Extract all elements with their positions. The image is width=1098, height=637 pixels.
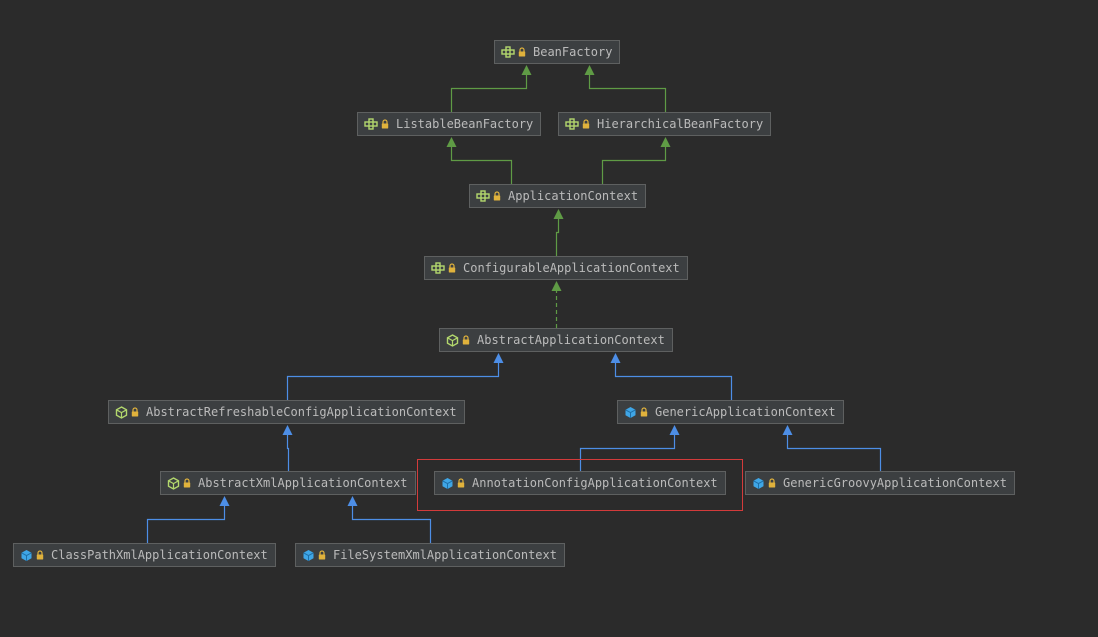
node-label: AbstractApplicationContext (477, 333, 665, 347)
node-generic-application-context[interactable]: GenericApplicationContext (617, 400, 844, 424)
edge-configurable-application-context-to-application-context (555, 216, 560, 256)
node-application-context[interactable]: ApplicationContext (469, 184, 647, 208)
edge-application-context-to-hierarchical-bean-factory (601, 144, 667, 184)
node-label: BeanFactory (533, 45, 613, 59)
edge-annotation-config-application-context-to-generic-application-context (579, 432, 676, 471)
interface-icon (431, 262, 445, 274)
arrowhead-abstract-xml-application-context (347, 496, 358, 506)
edge-generic-application-context-to-abstract-application-context (614, 360, 733, 400)
arrowhead-abstract-xml-application-context (219, 496, 230, 506)
arrowhead-abstract-refreshable-config-application-context (282, 425, 293, 435)
edge-file-system-xml-application-context-to-abstract-xml-application-context (351, 503, 432, 543)
node-label: ApplicationContext (508, 189, 639, 203)
lock-icon (448, 263, 456, 273)
arrowhead-abstract-application-context (610, 353, 621, 363)
edge-abstract-xml-application-context-to-abstract-refreshable-config-application-context (286, 432, 290, 471)
node-label: AnnotationConfigApplicationContext (472, 476, 718, 490)
node-file-system-xml-application-context[interactable]: FileSystemXmlApplicationContext (295, 543, 565, 567)
class-icon (441, 477, 454, 490)
lock-icon (493, 191, 501, 201)
lock-icon (518, 47, 526, 57)
node-label: GenericGroovyApplicationContext (783, 476, 1007, 490)
lock-icon (36, 550, 44, 560)
node-listable-bean-factory[interactable]: ListableBeanFactory (357, 112, 542, 136)
lock-icon (768, 478, 776, 488)
arrowhead-configurable-application-context (551, 281, 562, 291)
arrowhead-bean-factory (584, 65, 595, 75)
arrowhead-abstract-application-context (493, 353, 504, 363)
abstract-class-icon (446, 333, 459, 347)
arrowhead-hierarchical-bean-factory (660, 137, 671, 147)
interface-icon (364, 118, 378, 130)
node-label: ConfigurableApplicationContext (463, 261, 680, 275)
node-label: ListableBeanFactory (396, 117, 534, 131)
node-configurable-application-context[interactable]: ConfigurableApplicationContext (424, 256, 688, 280)
arrowhead-bean-factory (521, 65, 532, 75)
lock-icon (462, 335, 470, 345)
edge-application-context-to-listable-bean-factory (450, 144, 513, 184)
class-icon (752, 477, 765, 490)
node-label: AbstractRefreshableConfigApplicationCont… (146, 405, 457, 419)
class-icon (302, 549, 315, 562)
lock-icon (183, 478, 191, 488)
edge-listable-bean-factory-to-bean-factory (450, 72, 528, 112)
node-abstract-xml-application-context[interactable]: AbstractXmlApplicationContext (160, 471, 416, 495)
lock-icon (640, 407, 648, 417)
node-hierarchical-bean-factory[interactable]: HierarchicalBeanFactory (558, 112, 772, 136)
node-label: ClassPathXmlApplicationContext (51, 548, 268, 562)
arrowhead-generic-application-context (669, 425, 680, 435)
node-generic-groovy-application-context[interactable]: GenericGroovyApplicationContext (745, 471, 1015, 495)
arrowhead-listable-bean-factory (446, 137, 457, 147)
lock-icon (131, 407, 139, 417)
node-abstract-refreshable-config-application-context[interactable]: AbstractRefreshableConfigApplicationCont… (108, 400, 465, 424)
node-label: GenericApplicationContext (655, 405, 836, 419)
abstract-class-icon (167, 476, 180, 490)
interface-icon (501, 46, 515, 58)
node-class-path-xml-application-context[interactable]: ClassPathXmlApplicationContext (13, 543, 276, 567)
interface-icon (565, 118, 579, 130)
node-annotation-config-application-context[interactable]: AnnotationConfigApplicationContext (434, 471, 726, 495)
node-label: HierarchicalBeanFactory (597, 117, 764, 131)
edge-hierarchical-bean-factory-to-bean-factory (588, 72, 667, 112)
arrowhead-application-context (553, 209, 564, 219)
lock-icon (381, 119, 389, 129)
class-icon (20, 549, 33, 562)
lock-icon (457, 478, 465, 488)
node-label: AbstractXmlApplicationContext (198, 476, 408, 490)
edge-generic-groovy-application-context-to-generic-application-context (786, 432, 882, 471)
abstract-class-icon (115, 405, 128, 419)
interface-icon (476, 190, 490, 202)
class-icon (624, 406, 637, 419)
lock-icon (582, 119, 590, 129)
edge-class-path-xml-application-context-to-abstract-xml-application-context (146, 503, 226, 543)
arrowhead-generic-application-context (782, 425, 793, 435)
node-label: FileSystemXmlApplicationContext (333, 548, 557, 562)
edge-abstract-refreshable-config-application-context-to-abstract-application-context (286, 360, 500, 400)
node-bean-factory[interactable]: BeanFactory (494, 40, 621, 64)
lock-icon (318, 550, 326, 560)
node-abstract-application-context[interactable]: AbstractApplicationContext (439, 328, 673, 352)
